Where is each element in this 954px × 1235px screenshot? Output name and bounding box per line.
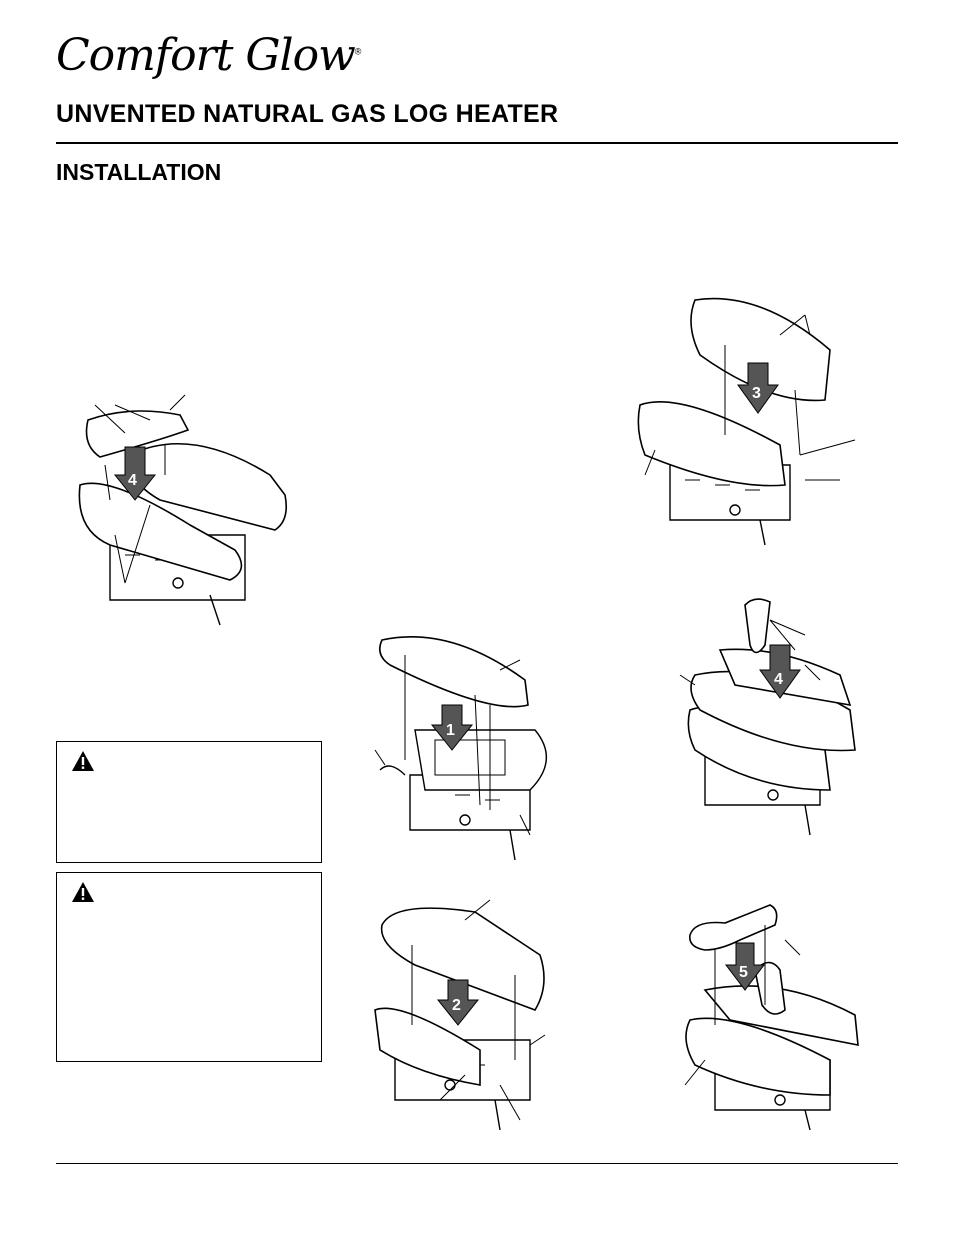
- warning-box-2: [56, 872, 322, 1062]
- figure-log-placement-step-2: 2: [370, 890, 550, 1131]
- header-divider: [56, 142, 898, 144]
- figure-log-placement-step-1: 1: [370, 625, 548, 861]
- warning-triangle-icon: [72, 751, 94, 771]
- page-title: UNVENTED NATURAL GAS LOG HEATER: [56, 100, 559, 128]
- warning-triangle-icon: [72, 882, 94, 902]
- step-number: 1: [446, 722, 455, 739]
- step-number: 5: [739, 964, 748, 981]
- section-heading: INSTALLATION: [56, 159, 222, 185]
- brand-logo: Comfort Glow®: [56, 30, 361, 81]
- figure-log-placement-step-4: 4: [675, 590, 870, 836]
- step-number: 4: [128, 472, 137, 489]
- figure-log-placement-step-3: 3: [637, 295, 860, 546]
- step-number: 2: [452, 997, 461, 1014]
- step-number: 3: [752, 385, 761, 402]
- figure-log-placement-step-5: 5: [680, 895, 865, 1131]
- step-number: 4: [774, 671, 783, 688]
- figure-log-placement-left: 4: [70, 385, 300, 635]
- warning-box-1: [56, 741, 322, 863]
- footer-divider: [56, 1163, 898, 1164]
